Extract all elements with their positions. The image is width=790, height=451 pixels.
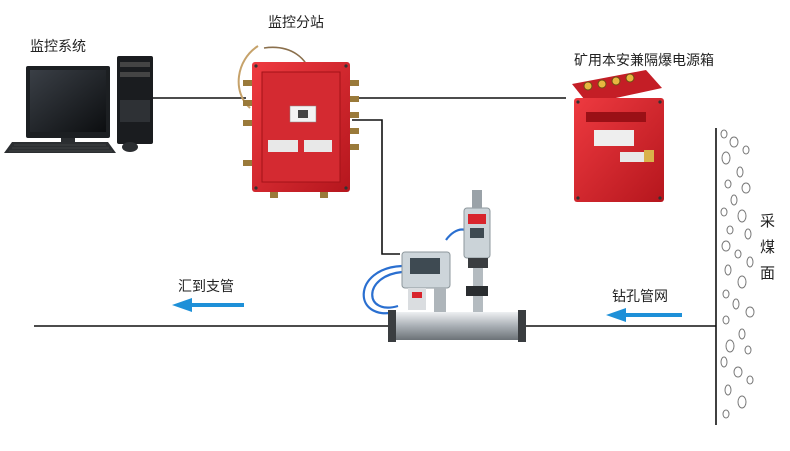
substation-label: 监控分站 — [268, 12, 324, 32]
substation-box-icon — [239, 46, 359, 198]
left-flow-arrow — [172, 298, 244, 312]
right-flow-arrow — [606, 308, 682, 322]
coal-face-label-char-3: 面 — [760, 262, 775, 283]
coal-face-label-char-1: 采 — [760, 210, 775, 231]
power-box-icon — [572, 70, 664, 202]
computer-icon — [4, 56, 153, 153]
link-substation-flowmeter — [352, 120, 400, 254]
borehole-network-label: 钻孔管网 — [612, 286, 668, 306]
coal-face-label-char-2: 煤 — [760, 236, 775, 257]
power-box-label: 矿用本安兼隔爆电源箱 — [574, 50, 714, 70]
to-branch-pipe-label: 汇到支管 — [178, 276, 234, 296]
coal-face-texture — [721, 130, 754, 418]
flowmeter-assembly-icon — [364, 190, 526, 342]
monitoring-system-label: 监控系统 — [30, 36, 86, 56]
